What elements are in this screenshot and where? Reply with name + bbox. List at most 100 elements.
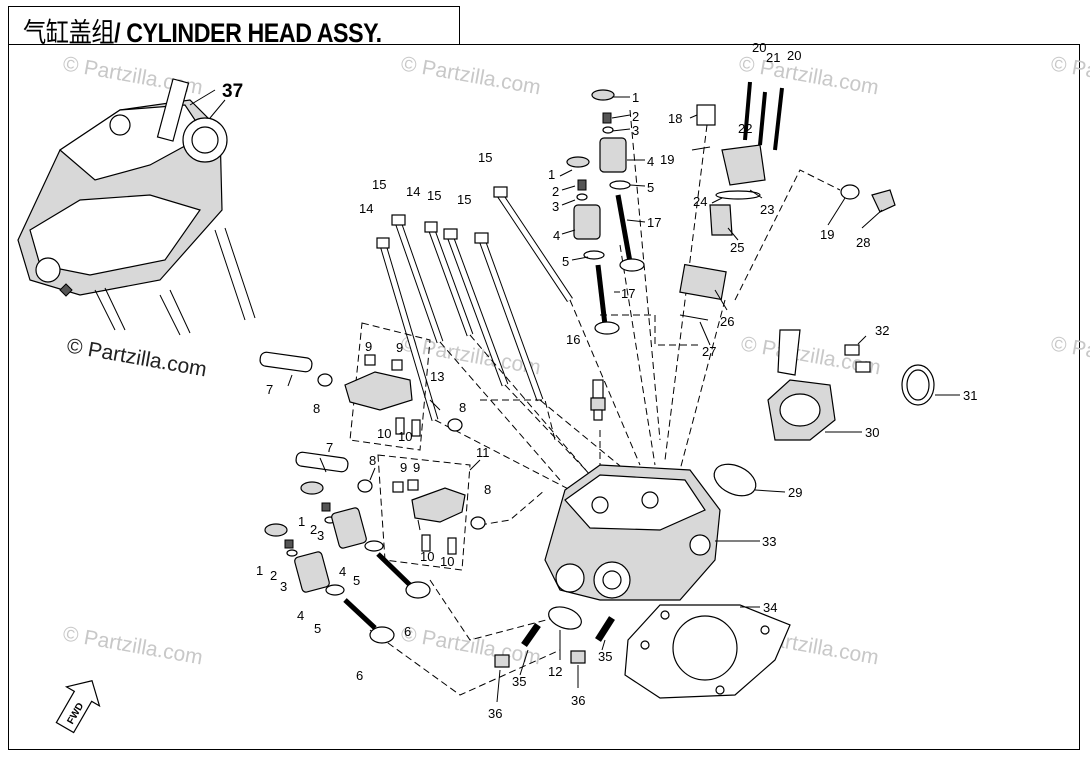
callout-27: 27 xyxy=(702,344,716,359)
alignment-lines xyxy=(369,109,841,696)
callout-10: 10 xyxy=(398,429,412,444)
callout-3: 3 xyxy=(552,199,559,214)
callout-9: 9 xyxy=(413,460,420,475)
callout-17: 17 xyxy=(621,286,635,301)
watermark: © Partzilla.com xyxy=(1049,332,1090,379)
title-box: 气缸盖组/ CYLINDER HEAD ASSY. xyxy=(8,6,460,49)
fwd-arrow: FWD xyxy=(55,680,101,734)
callout-22: 22 xyxy=(738,121,752,136)
callout-12: 12 xyxy=(548,664,562,679)
callout-26: 26 xyxy=(720,314,734,329)
callout-19: 19 xyxy=(660,152,674,167)
leader-lines xyxy=(209,96,960,703)
callout-14: 14 xyxy=(406,184,420,199)
watermark: © Partzilla.com xyxy=(399,52,542,99)
callout-7: 7 xyxy=(266,382,273,397)
callout-1: 1 xyxy=(256,563,263,578)
callout-6: 6 xyxy=(356,668,363,683)
cylinder-head-assy-illustration xyxy=(17,78,256,336)
callout-16: 16 xyxy=(566,332,580,347)
watermark: © Partzilla.com xyxy=(399,622,542,669)
exhaust-nut xyxy=(570,650,586,664)
valve-train-left xyxy=(264,481,431,644)
o-ring xyxy=(357,479,373,493)
callout-11: 11 xyxy=(476,445,490,460)
callout-25: 25 xyxy=(730,240,744,255)
cylinder-head xyxy=(544,464,721,601)
callout-28: 28 xyxy=(856,235,870,250)
callout-15: 15 xyxy=(478,150,492,165)
o-ring xyxy=(317,373,333,387)
callout-5: 5 xyxy=(647,180,654,195)
head-gasket xyxy=(624,604,791,699)
valve-train-top xyxy=(566,89,645,335)
o-ring xyxy=(447,418,463,432)
callout-32: 32 xyxy=(875,323,889,338)
title-english: / CYLINDER HEAD ASSY. xyxy=(114,18,382,48)
title-chinese: 气缸盖组 xyxy=(23,18,115,49)
callout-9: 9 xyxy=(400,460,407,475)
exhaust-gasket xyxy=(548,606,582,630)
intake-manifold xyxy=(767,329,935,441)
callout-20: 20 xyxy=(752,40,766,55)
diagram-title: 气缸盖组/ CYLINDER HEAD ASSY. xyxy=(23,11,382,50)
callout-1: 1 xyxy=(548,167,555,182)
rocker-arm-group-upper xyxy=(344,322,431,451)
callout-2: 2 xyxy=(632,109,639,124)
callout-3: 3 xyxy=(632,123,639,138)
callout-37: 37 xyxy=(222,81,243,102)
callout-15: 15 xyxy=(427,188,441,203)
callout-23: 23 xyxy=(760,202,774,217)
cylinder-studs xyxy=(376,186,573,421)
callout-33: 33 xyxy=(762,534,776,549)
watermark: © Partzilla.com xyxy=(737,52,880,99)
callout-3: 3 xyxy=(317,528,324,543)
callout-8: 8 xyxy=(369,453,376,468)
callout-30: 30 xyxy=(865,425,879,440)
callout-9: 9 xyxy=(365,339,372,354)
callout-29: 29 xyxy=(788,485,802,500)
callout-35: 35 xyxy=(512,674,526,689)
watermark-dark: © Partzilla.com xyxy=(65,334,208,381)
callout-9: 9 xyxy=(396,340,403,355)
exhaust-stud xyxy=(521,622,541,648)
callout-8: 8 xyxy=(484,482,491,497)
callout-36: 36 xyxy=(571,693,585,708)
callout-31: 31 xyxy=(963,388,977,403)
callout-7: 7 xyxy=(326,440,333,455)
callout-10: 10 xyxy=(440,554,454,569)
callout-20: 20 xyxy=(787,48,801,63)
spark-plug xyxy=(590,379,606,421)
intake-o-ring xyxy=(713,463,757,497)
callout-10: 10 xyxy=(377,426,391,441)
callout-2: 2 xyxy=(270,568,277,583)
callout-10: 10 xyxy=(420,549,434,564)
callout-19: 19 xyxy=(820,227,834,242)
callout-17: 17 xyxy=(647,215,661,230)
callout-18: 18 xyxy=(668,111,682,126)
callout-2: 2 xyxy=(310,522,317,537)
callout-13: 13 xyxy=(430,369,444,384)
callout-8: 8 xyxy=(313,401,320,416)
rocker-arm-group-lower xyxy=(377,454,471,571)
callout-36: 36 xyxy=(488,706,502,721)
callout-4: 4 xyxy=(297,608,304,623)
diagram-frame xyxy=(8,44,1080,750)
rocker-shaft-upper xyxy=(259,351,313,373)
callout-5: 5 xyxy=(314,621,321,636)
exhaust-nut xyxy=(494,654,510,668)
callout-35: 35 xyxy=(598,649,612,664)
callout-4: 4 xyxy=(553,228,560,243)
watermark: © Partzilla.com xyxy=(1049,52,1090,99)
callout-21: 21 xyxy=(766,50,780,65)
o-ring xyxy=(470,516,486,530)
callout-15: 15 xyxy=(372,177,386,192)
callout-3: 3 xyxy=(280,579,287,594)
thermostat-group xyxy=(679,81,896,321)
callout-1: 1 xyxy=(298,514,305,529)
callout-6: 6 xyxy=(404,624,411,639)
exhaust-stud xyxy=(595,616,615,642)
callout-8: 8 xyxy=(459,400,466,415)
watermark: © Partzilla.com xyxy=(61,622,204,669)
